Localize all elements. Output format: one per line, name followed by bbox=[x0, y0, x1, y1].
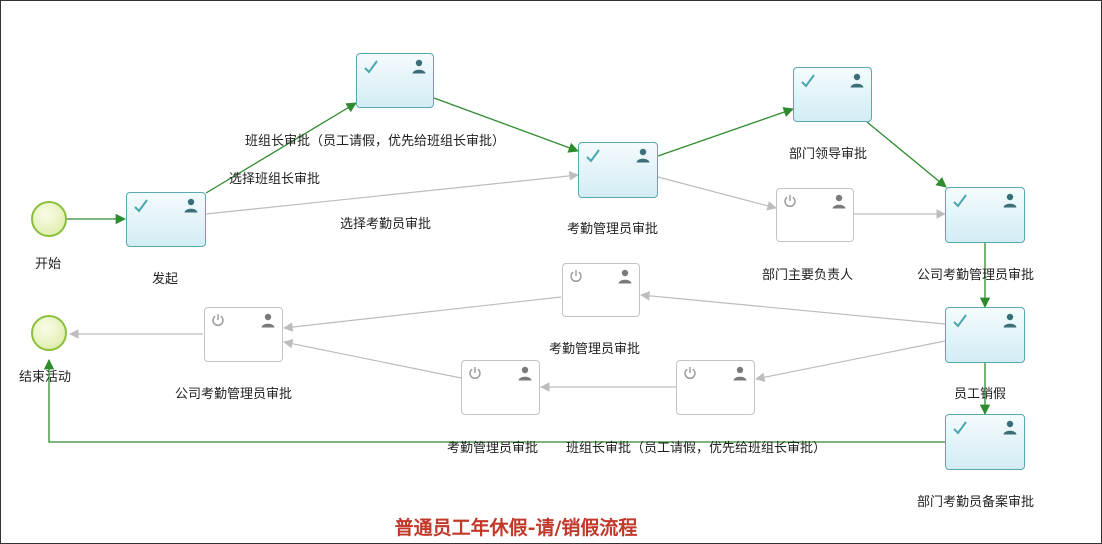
flow-bottom-attendance-to-company-admin2 bbox=[283, 339, 462, 379]
flow-label-bottom-team-leader: 班组长审批（员工请假，优先给班组长审批） bbox=[566, 441, 827, 456]
end-event[interactable] bbox=[31, 315, 67, 351]
task-company-attendance-admin-2-label: 公司考勤管理员审批 bbox=[175, 387, 293, 402]
check-icon bbox=[953, 421, 967, 435]
task-dept-head[interactable] bbox=[776, 188, 854, 242]
power-icon bbox=[684, 367, 696, 380]
user-icon bbox=[1003, 420, 1017, 435]
power-icon bbox=[469, 367, 481, 380]
start-event-label: 开始 bbox=[35, 257, 62, 272]
flow-initiate-to-team-leader bbox=[205, 102, 357, 194]
task-team-leader-approval[interactable] bbox=[356, 53, 434, 108]
flow-attendance2-to-company-admin2 bbox=[283, 296, 562, 332]
power-icon bbox=[212, 314, 224, 327]
user-icon bbox=[733, 366, 747, 381]
flow-label-bottom-attendance: 考勤管理员审批 bbox=[447, 441, 539, 456]
task-company-attendance-admin-1-label: 公司考勤管理员审批 bbox=[917, 268, 1035, 283]
task-dept-head-label: 部门主要负责人 bbox=[762, 268, 854, 283]
flow-label-team-leader: 班组长审批（员工请假，优先给班组长审批） bbox=[245, 134, 506, 149]
user-icon bbox=[261, 313, 275, 328]
task-bottom-team-leader[interactable] bbox=[676, 360, 755, 415]
check-icon bbox=[134, 199, 148, 213]
task-staff-cancel-leave-label: 员工销假 bbox=[954, 387, 1007, 402]
task-dept-attendance-filing[interactable] bbox=[945, 414, 1025, 470]
flow-initiate-to-attendance-direct bbox=[205, 171, 579, 215]
power-icon bbox=[784, 195, 796, 208]
check-icon bbox=[586, 149, 600, 163]
check-icon bbox=[364, 60, 378, 74]
task-attendance-admin-1[interactable] bbox=[578, 142, 658, 198]
user-icon bbox=[832, 194, 846, 209]
flow-cancel-to-bottom-team bbox=[755, 340, 946, 383]
user-icon bbox=[412, 59, 426, 74]
user-icon bbox=[850, 73, 864, 88]
flow-label-choose-attendance: 选择考勤员审批 bbox=[340, 217, 432, 232]
flow-dept-leader-to-company-admin bbox=[866, 121, 947, 188]
user-icon bbox=[1003, 193, 1017, 208]
user-icon bbox=[518, 366, 532, 381]
task-staff-cancel-leave[interactable] bbox=[945, 307, 1025, 363]
diagram-title: 普通员工年休假-请/销假流程 bbox=[394, 517, 638, 539]
task-initiate[interactable] bbox=[126, 192, 206, 247]
flow-filing-to-end bbox=[43, 358, 945, 443]
task-attendance-admin-1-label: 考勤管理员审批 bbox=[567, 222, 659, 237]
task-bottom-attendance-admin[interactable] bbox=[461, 360, 540, 415]
start-event[interactable] bbox=[31, 201, 67, 237]
user-icon bbox=[636, 148, 650, 163]
task-attendance-admin-2-label: 考勤管理员审批 bbox=[549, 342, 641, 357]
task-dept-leader-approval[interactable] bbox=[793, 67, 872, 122]
check-icon bbox=[801, 74, 815, 88]
flow-attendance-to-dept-leader bbox=[657, 107, 794, 157]
check-icon bbox=[953, 314, 967, 328]
task-initiate-label: 发起 bbox=[152, 272, 179, 287]
task-dept-leader-approval-label: 部门领导审批 bbox=[789, 147, 868, 162]
task-dept-attendance-filing-label: 部门考勤员备案审批 bbox=[917, 495, 1035, 510]
task-attendance-admin-2[interactable] bbox=[562, 263, 640, 317]
flow-attendance-to-dept-head bbox=[657, 176, 777, 211]
end-event-label: 结束活动 bbox=[19, 370, 72, 385]
flow-team-leader-to-attendance bbox=[433, 97, 579, 153]
user-icon bbox=[184, 198, 198, 213]
check-icon bbox=[953, 194, 967, 208]
power-icon bbox=[570, 270, 582, 283]
task-company-attendance-admin-2[interactable] bbox=[204, 307, 283, 362]
user-icon bbox=[1003, 313, 1017, 328]
flow-cancel-to-attendance2 bbox=[640, 291, 946, 325]
user-icon bbox=[618, 269, 632, 284]
flow-label-choose-team-leader: 选择班组长审批 bbox=[229, 172, 321, 187]
task-company-attendance-admin-1[interactable] bbox=[945, 187, 1025, 243]
